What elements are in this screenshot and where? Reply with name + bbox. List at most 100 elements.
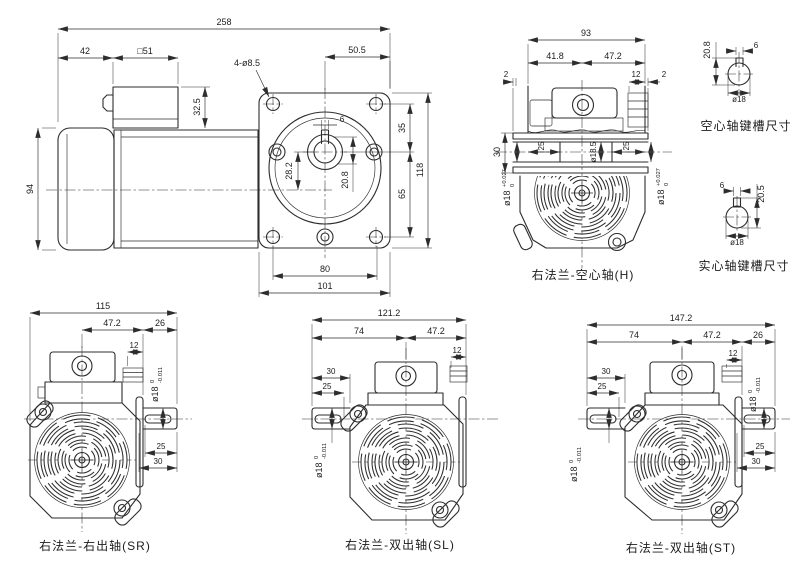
mounting-plate-top [512, 132, 649, 140]
assembly-lug-holes [268, 143, 383, 246]
dim-motor-dia: 94 [25, 184, 35, 194]
output-shaft-right [741, 407, 776, 430]
dim-height: 30 [492, 147, 502, 157]
tol-solid-right-base: ø18 [748, 396, 758, 412]
mounting-tab [711, 500, 739, 528]
lug-hole [349, 405, 367, 423]
hollow-shaft-view: 93 41.8 47.2 2 12 2 30 25 25 ø18.5 [492, 28, 672, 282]
lug-hole [34, 403, 52, 421]
tol-solid-right-upper: 0 [748, 390, 754, 393]
front-view-dimensions: 4-ø8.5 50.5 6 35 65 118 28.2 20.8 [234, 45, 432, 297]
lug-hole [431, 501, 449, 519]
dim-rear-length: 42 [80, 46, 90, 56]
connector-fins [721, 365, 743, 383]
tol-hollow-left-base: ø18 [502, 190, 512, 206]
dim-shaft-offset: 28.2 [284, 162, 294, 180]
sl-dimensions: 121.2 74 47.2 12 30 25 ø18 0 -0.011 [311, 308, 467, 478]
dim-hole-pitch: 80 [320, 264, 330, 274]
sr-dimensions: 115 47.2 26 12 ø18 0 -0.011 25 30 [29, 301, 178, 472]
dim-shaft-dia: ø18 [730, 238, 744, 247]
dim-right: 47.2 [427, 326, 445, 336]
st-title: 右法兰-双出轴(ST) [626, 540, 736, 555]
dim-bore: ø18.5 [589, 141, 598, 162]
dim-key-height: 20.5 [756, 185, 766, 203]
mounting-tab [114, 498, 142, 526]
output-shaft-left [311, 407, 351, 430]
lug-hole [710, 501, 728, 519]
lug-hole [113, 499, 131, 517]
solid-keyway-title: 实心轴键槽尺寸 [698, 258, 789, 273]
lug-hole [607, 232, 627, 252]
dim-key-width: 6 [720, 181, 725, 190]
tol-solid-lower: -0.011 [322, 443, 328, 459]
right-flange [734, 396, 743, 488]
side-view-dimensions: 258 42 □51 32.5 94 [25, 17, 391, 251]
break-line [527, 129, 646, 133]
dim-left: 74 [354, 326, 364, 336]
mounting-plate-bottom [512, 166, 649, 174]
dim-key-length-right: 25 [756, 442, 765, 451]
dim-tab: 12 [453, 346, 462, 355]
dim-mid: 47.2 [703, 330, 721, 340]
lifting-ear [395, 365, 417, 387]
motor-rear-housing [57, 127, 115, 251]
dim-shaft-length-left: 30 [602, 367, 611, 376]
dim-box-height: 32.5 [192, 98, 202, 116]
dim-flange: 47.2 [103, 318, 121, 328]
dim-key-length-left: 25 [598, 382, 607, 391]
dim-total: 121.2 [378, 308, 401, 318]
tol-solid-right-lower: -0.011 [756, 377, 762, 393]
dim-keyway-width: 6 [754, 41, 759, 50]
lifting-ear [571, 93, 595, 117]
sl-view: 121.2 74 47.2 12 30 25 ø18 0 -0.011 右法兰-… [302, 308, 500, 552]
dim-shaft-length: 30 [154, 457, 163, 466]
dim-box-width: □51 [137, 46, 152, 56]
tol-solid-base: ø18 [314, 462, 324, 478]
dim-left: 74 [629, 330, 639, 340]
motor-section [367, 392, 444, 406]
keyway-slot [320, 129, 330, 145]
gearbox-outline [519, 175, 646, 249]
gearbox-outline [29, 402, 141, 519]
st-dimensions: 147.2 74 47.2 26 12 30 25 ø18 0 -0.011 ø… [569, 313, 776, 482]
dim-flange-height: 118 [415, 163, 425, 177]
shaft-keyway [144, 414, 172, 424]
mounting-tab [432, 500, 460, 528]
solid-keyway-section: 6 20.5 ø18 实心轴键槽尺寸 [698, 181, 789, 273]
hollow-view-title: 右法兰-空心轴(H) [532, 267, 635, 282]
dim-key-depth: 20.8 [340, 171, 350, 189]
keyway-notch [735, 57, 744, 68]
tol-hollow-left-upper: +0.027 [502, 169, 508, 187]
tol-solid-upper: 0 [314, 456, 320, 459]
dim-right: 47.2 [604, 51, 622, 61]
sr-view: 115 47.2 26 12 ø18 0 -0.011 25 30 右法兰-右出… [24, 301, 192, 553]
mounting-tab [513, 223, 533, 251]
sr-title: 右法兰-右出轴(SR) [39, 538, 151, 553]
dim-edge-right: 2 [662, 70, 667, 79]
dim-edge-left: 2 [504, 70, 509, 79]
dim-tab: 12 [632, 70, 641, 79]
dim-tab: 12 [130, 341, 139, 350]
dim-shaft: 26 [155, 318, 165, 328]
gearbox-outline [624, 404, 743, 521]
dim-total: 93 [581, 28, 591, 38]
motor-body [113, 129, 259, 249]
side-view: 258 42 □51 32.5 94 [25, 17, 391, 251]
tol-solid-left-lower: -0.011 [577, 447, 583, 463]
cable-connector [102, 94, 114, 112]
dim-insert-right: 25 [622, 141, 631, 150]
hollow-keyway-section: 20.8 6 ø18 空心轴键槽尺寸 [700, 41, 790, 133]
dim-total-length: 258 [216, 17, 231, 27]
dim-key-width: 6 [340, 115, 345, 124]
tol-solid-left-upper: 0 [569, 460, 575, 463]
shaft-keyway [314, 414, 342, 424]
lifting-ear [71, 355, 93, 377]
dim-key-length: 25 [323, 382, 332, 391]
dim-shaft-length: 30 [327, 367, 336, 376]
dim-right: 26 [753, 330, 763, 340]
output-shaft-left [586, 407, 626, 430]
st-view: 147.2 74 47.2 26 12 30 25 ø18 0 -0.011 ø… [569, 313, 790, 555]
tol-solid-lower: -0.011 [158, 367, 164, 383]
